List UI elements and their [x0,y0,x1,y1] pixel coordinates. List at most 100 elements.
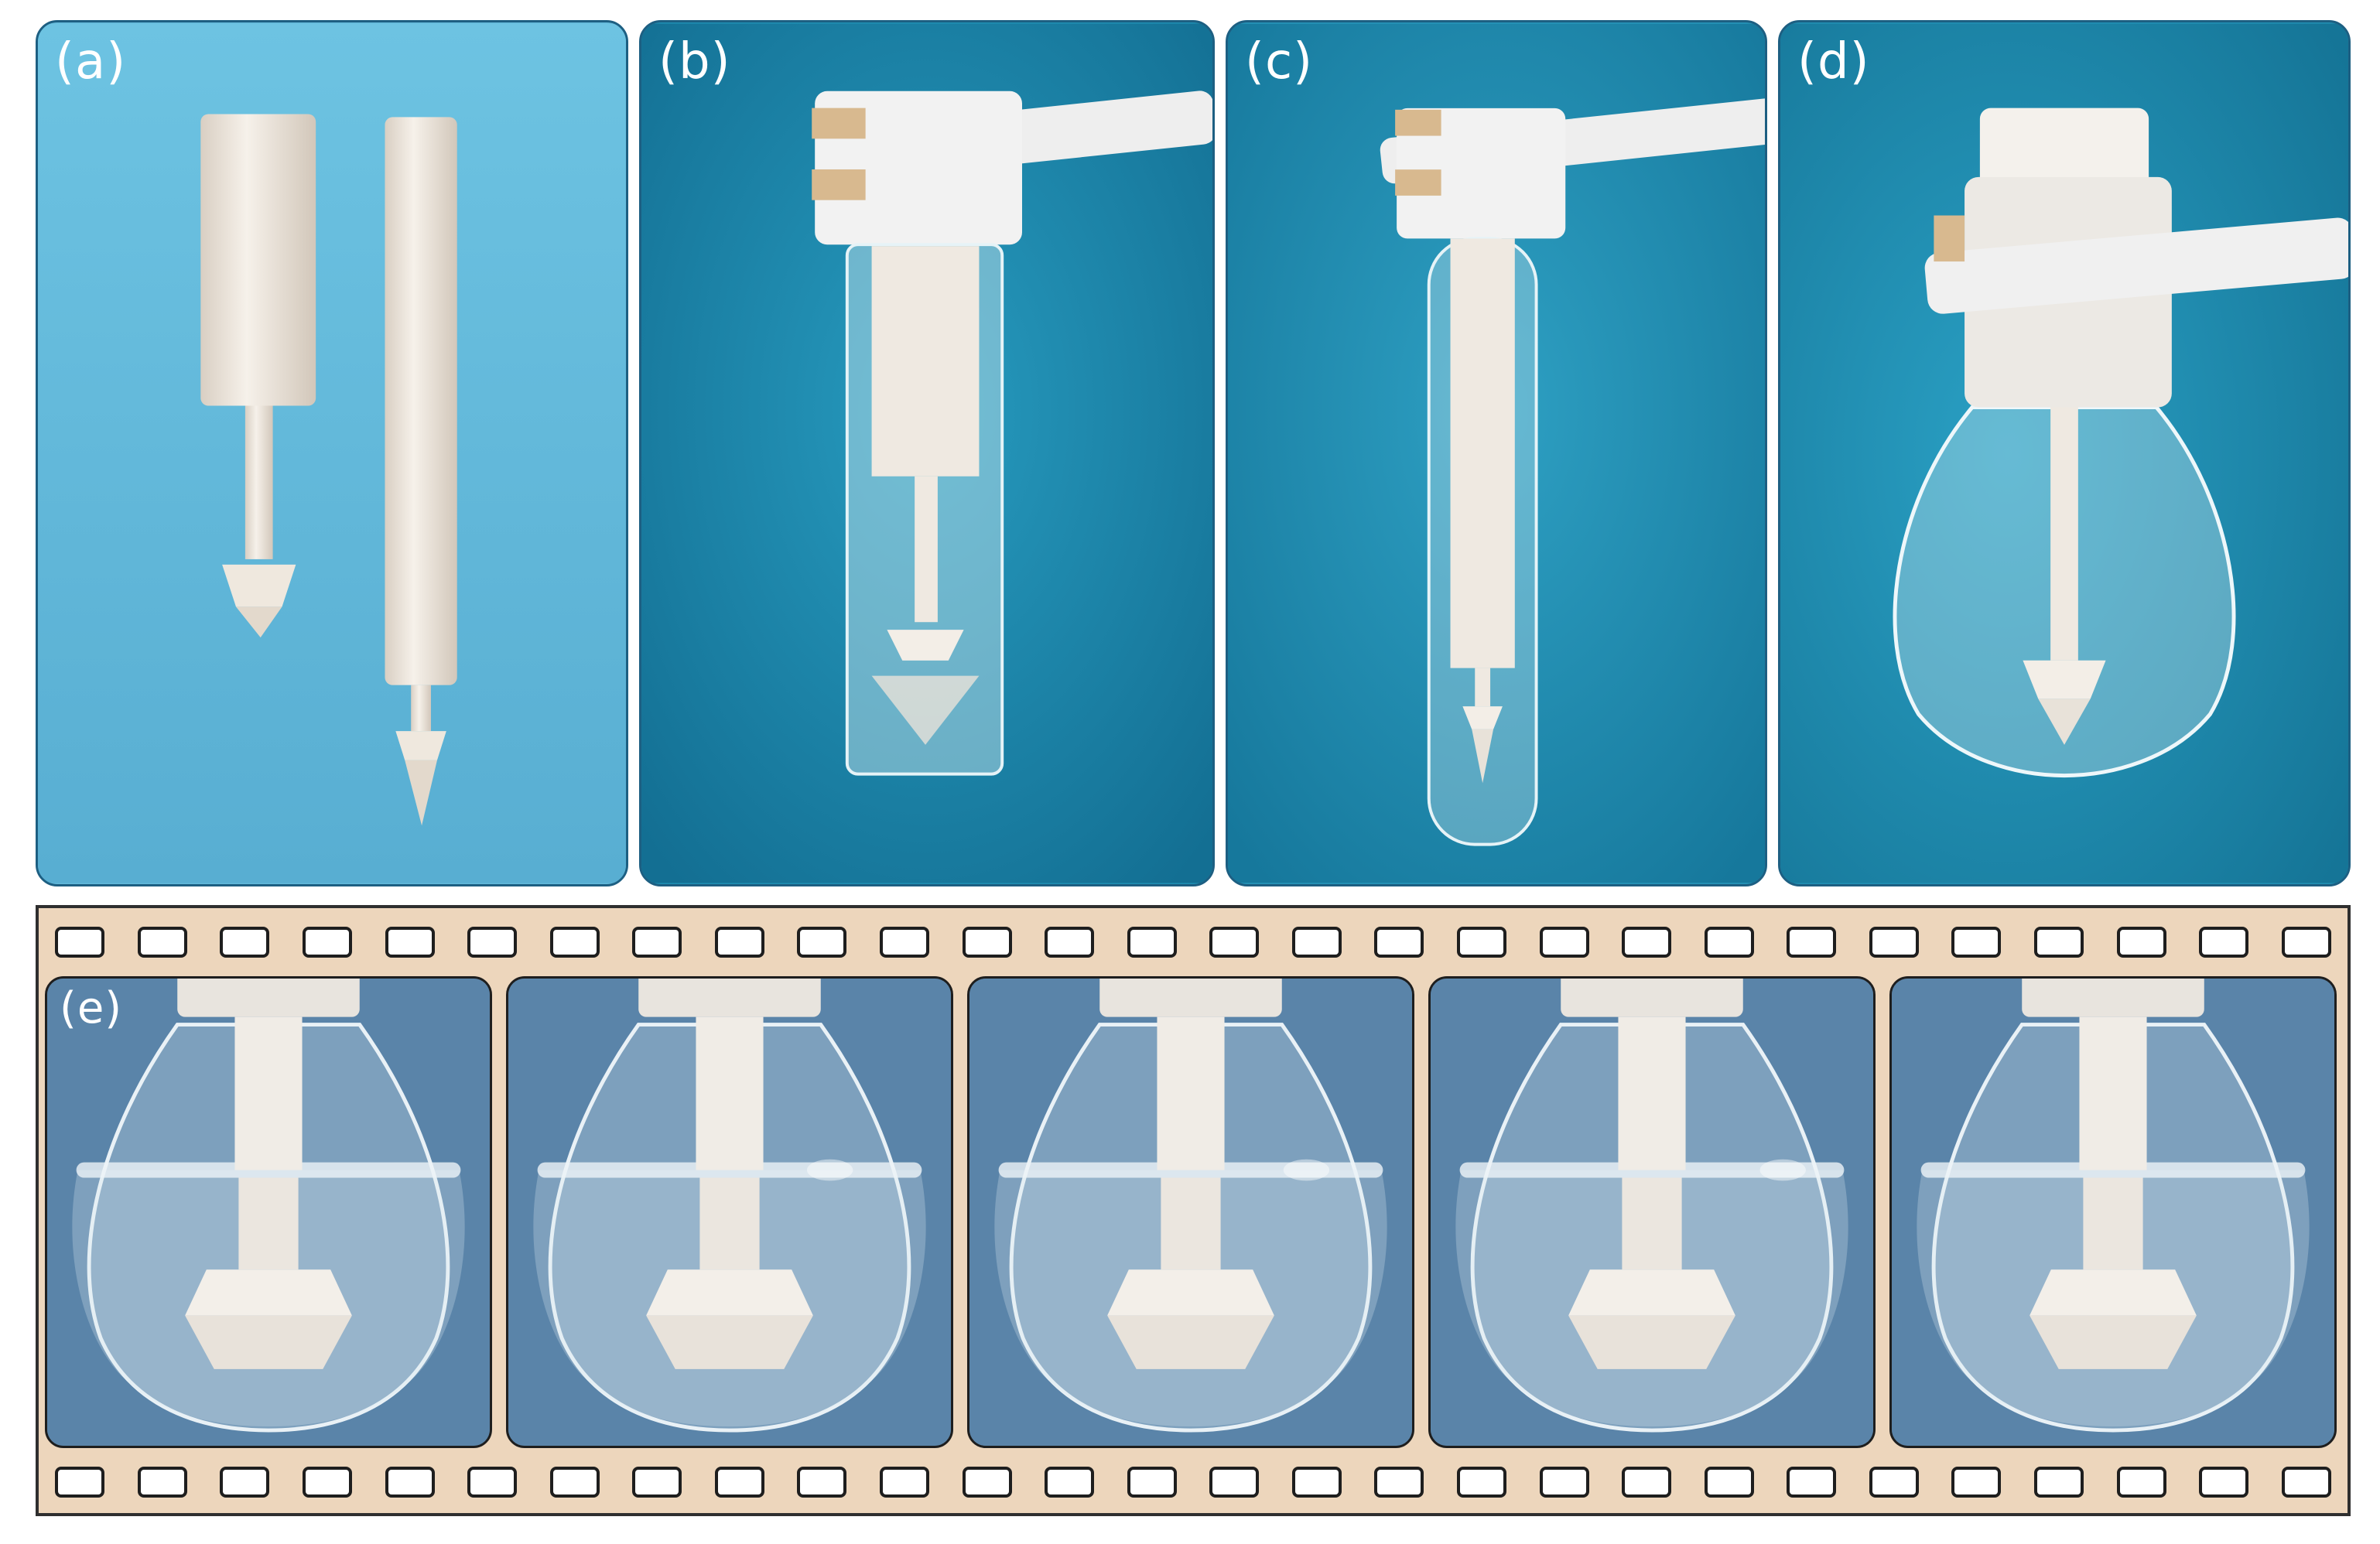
panel-label: (e) [60,983,123,1033]
photo-test-tube [1228,23,1765,883]
panel-label: (b) [658,33,731,91]
sprocket-hole [880,927,929,958]
sprocket-hole [1457,1467,1506,1498]
flask-cap [177,979,360,1017]
flask-cap [638,979,821,1017]
sprocket-hole [1539,1467,1589,1498]
panel-b: (b) [639,20,1215,886]
long-rotor-part [385,117,457,826]
sprocket-hole [1622,927,1672,958]
sprocket-hole [2034,1467,2084,1498]
top-sprocket-holes [39,927,2348,959]
sprocket-hole [880,1467,929,1498]
rotor-shaft [696,1016,764,1170]
film-frame-2 [506,976,953,1448]
panel-a: (a) [36,20,628,886]
photo-wide-tube [641,23,1212,883]
sprocket-hole [1127,1467,1177,1498]
rotor-head [1568,1269,1735,1316]
film-frame-5 [1889,976,2337,1448]
sprocket-hole [220,1467,270,1498]
meniscus [998,1162,1383,1178]
sprocket-hole [1209,1467,1260,1498]
flask-cap [2022,979,2204,1017]
sprocket-hole [467,1467,518,1498]
sprocket-hole [1209,927,1260,958]
sprocket-hole [962,1467,1012,1498]
sprocket-hole [220,927,270,958]
sprocket-hole [2034,927,2084,958]
sprocket-hole [1704,927,1754,958]
sprocket-hole [303,1467,352,1498]
sprocket-hole [303,927,352,958]
sprocket-hole [1045,927,1095,958]
sprocket-hole [1539,927,1589,958]
filmstrip: (e) [36,905,2351,1516]
rotor-head [2029,1269,2197,1316]
sprocket-hole [1457,927,1506,958]
sprocket-hole [2281,927,2331,958]
bottom-sprocket-holes [39,1467,2348,1499]
sprocket-hole [55,927,105,958]
sprocket-hole [137,927,187,958]
rotor-head [1107,1269,1274,1316]
sprocket-hole [385,1467,435,1498]
rotor-shaft [234,1016,303,1170]
film-frame-1: (e) [45,976,492,1448]
photo-flask [1780,23,2348,883]
sprocket-hole [797,927,847,958]
sprocket-hole [797,1467,847,1498]
sprocket-hole [2281,1467,2331,1498]
sprocket-hole [1374,927,1424,958]
flask-cap [1099,979,1282,1017]
panel-label: (d) [1797,33,1870,91]
sprocket-hole [467,927,518,958]
sprocket-hole [1291,1467,1342,1498]
sprocket-hole [2199,927,2249,958]
sprocket-hole [632,927,682,958]
sprocket-hole [714,927,764,958]
sprocket-hole [2199,1467,2249,1498]
panel-d: (d) [1778,20,2351,886]
sprocket-hole [1291,927,1342,958]
film-frame-3 [967,976,1414,1448]
sprocket-hole [1127,927,1177,958]
sprocket-hole [632,1467,682,1498]
flask-cap [1561,979,1743,1017]
sprocket-hole [55,1467,105,1498]
rotor-shaft [1618,1016,1686,1170]
meniscus [76,1162,461,1178]
short-rotor-part [200,114,316,638]
splash [1283,1159,1330,1181]
meniscus [537,1162,922,1178]
sprocket-hole [1622,1467,1672,1498]
sprocket-hole [385,927,435,958]
meniscus [1920,1162,2306,1178]
rotor-shaft [1157,1016,1225,1170]
film-frame-4 [1428,976,1876,1448]
rotor-shaft [2079,1016,2147,1170]
sprocket-hole [962,927,1012,958]
sprocket-hole [714,1467,764,1498]
sprocket-hole [549,1467,600,1498]
meniscus [1459,1162,1845,1178]
sprocket-hole [1951,1467,2002,1498]
sprocket-hole [2116,927,2166,958]
sprocket-hole [1045,1467,1095,1498]
sprocket-hole [1787,1467,1837,1498]
panel-label: (c) [1245,33,1314,91]
rotor-head [185,1269,352,1316]
sprocket-hole [137,1467,187,1498]
sprocket-hole [1374,1467,1424,1498]
panel-c: (c) [1226,20,1767,886]
rotor-head [646,1269,813,1316]
sprocket-hole [1869,927,1919,958]
sprocket-hole [1869,1467,1919,1498]
sprocket-hole [1704,1467,1754,1498]
sprocket-hole [1951,927,2002,958]
sprocket-hole [549,927,600,958]
splash [1759,1159,1806,1181]
panel-label: (a) [55,33,127,91]
splash [806,1159,853,1181]
sprocket-hole [2116,1467,2166,1498]
